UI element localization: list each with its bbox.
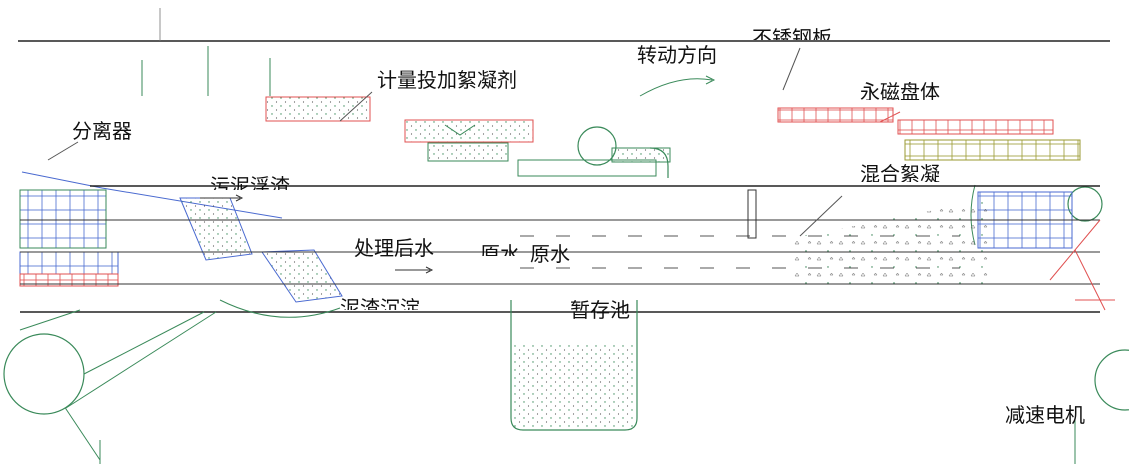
- label-raw-water-2: 原水: [530, 244, 570, 264]
- label-raw-water-1: 原水: [480, 244, 520, 256]
- support-frame: [3, 219, 1129, 464]
- label-magnetic-disk: 永磁盘体: [860, 82, 940, 100]
- flocculant-dosing-tanks: [265, 91, 534, 162]
- frame-lines: [18, 8, 1110, 96]
- label-sediment: 泥渣沉淀: [340, 298, 420, 310]
- label-rotation-direction: 转动方向: [637, 43, 717, 67]
- label-sludge-scum: 污泥浮渣: [210, 176, 290, 190]
- separator-block: [19, 141, 283, 287]
- mixing-drum: [517, 126, 671, 178]
- label-separator: 分离器: [72, 119, 132, 143]
- label-mixed-flocculation: 混合絮凝: [860, 164, 940, 182]
- label-storage-tank: 暂存池: [570, 300, 630, 320]
- flow-arrows: [200, 194, 434, 274]
- storage-tank: [510, 300, 638, 431]
- rotation-arrow: [639, 75, 716, 97]
- right-drum: [970, 184, 1103, 249]
- label-treated-water: 处理后水: [354, 236, 434, 260]
- sludge-chute: [179, 197, 343, 303]
- sediment-zone: [790, 195, 990, 288]
- label-metering-flocculant: 计量投加絮凝剂: [377, 68, 517, 92]
- stainless-plate-leader: [782, 47, 801, 91]
- label-reduction-motor: 减速电机: [1005, 403, 1085, 427]
- label-stainless-plate: 不锈钢板: [752, 28, 832, 40]
- magnetic-disk-block: [777, 107, 1081, 161]
